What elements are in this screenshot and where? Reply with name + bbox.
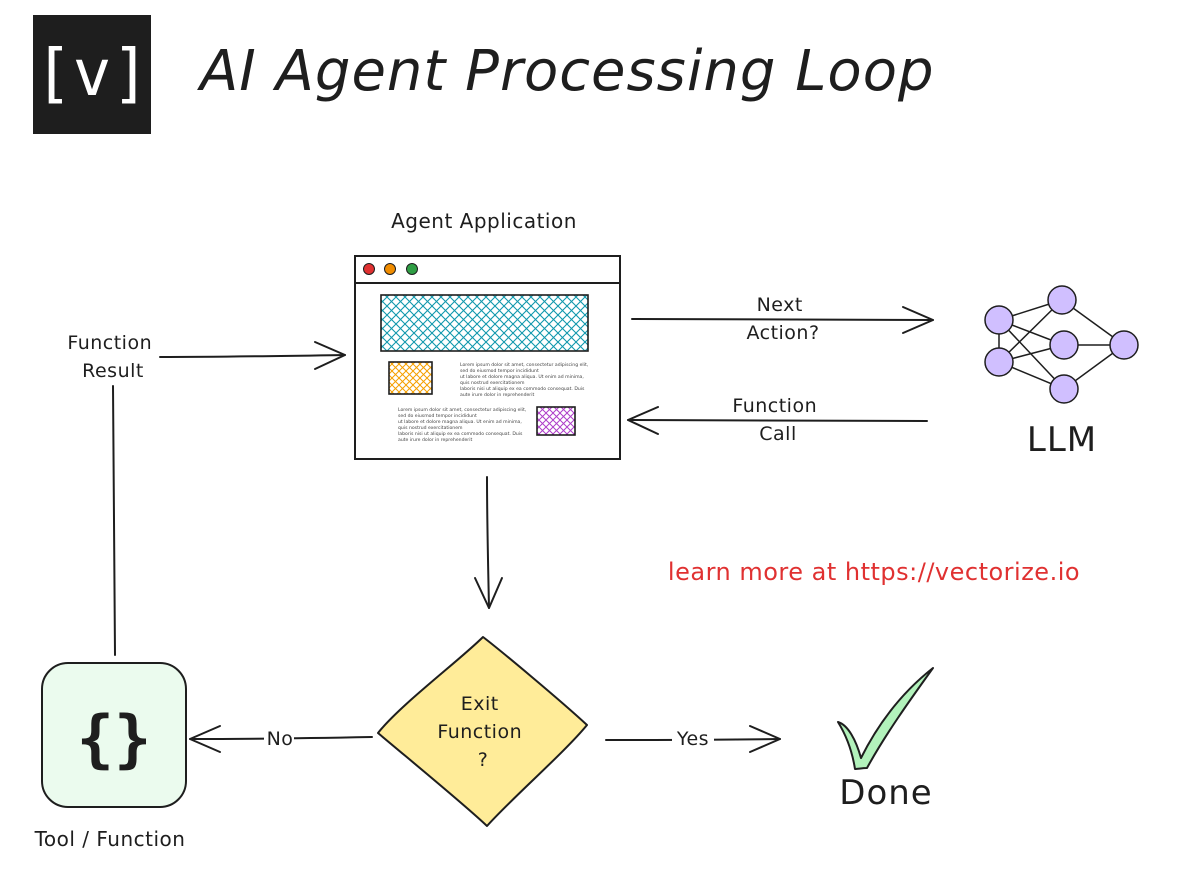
llm-label: LLM [1027,420,1097,460]
llm-node [1109,330,1139,360]
function-call-label: Function Call [732,395,823,445]
learn-more-link[interactable]: learn more at https://vectorize.io [668,558,1080,586]
agent-application-window: Lorem ipsum dolor sit amet, consectetur … [354,255,621,460]
page-title: AI Agent Processing Loop [197,39,935,104]
llm-node [1049,374,1079,404]
exit-function-decision [377,636,588,827]
exit-function-label: Exit Function ? [437,693,528,771]
logo: [v] [33,15,151,134]
curly-braces-icon: {} [77,702,152,775]
next-action-arrow [631,306,934,334]
window-maximize-dot [406,263,418,275]
function-call-arrow [627,406,928,435]
agent-to-decision-arrow [474,476,503,609]
done-label: Done [839,773,932,813]
llm-node [984,305,1014,335]
yes-label: Yes [676,728,709,750]
logo-text: [v] [34,37,150,111]
tool-function-box: {} [41,662,187,808]
llm-node [1049,330,1079,360]
llm-network-icon [984,285,1139,404]
llm-node [984,347,1014,377]
window-close-dot [363,263,375,275]
llm-node [1047,285,1077,315]
window-minimize-dot [384,263,396,275]
no-label: No [267,728,294,750]
function-result-arrow [112,341,346,656]
checkmark-icon [837,667,934,770]
next-action-label: Next Action? [746,294,819,344]
agent-application-label: Agent Application [391,209,577,233]
hatched-banner [380,294,589,352]
placeholder-text-block-a: Lorem ipsum dolor sit amet, consectetur … [460,362,590,398]
hatched-box-purple [536,406,576,436]
placeholder-text-block-b: Lorem ipsum dolor sit amet, consectetur … [398,407,528,443]
tool-function-label: Tool / Function [34,827,186,851]
function-result-label: Function Result [67,332,158,382]
hatched-box-orange [388,361,433,395]
